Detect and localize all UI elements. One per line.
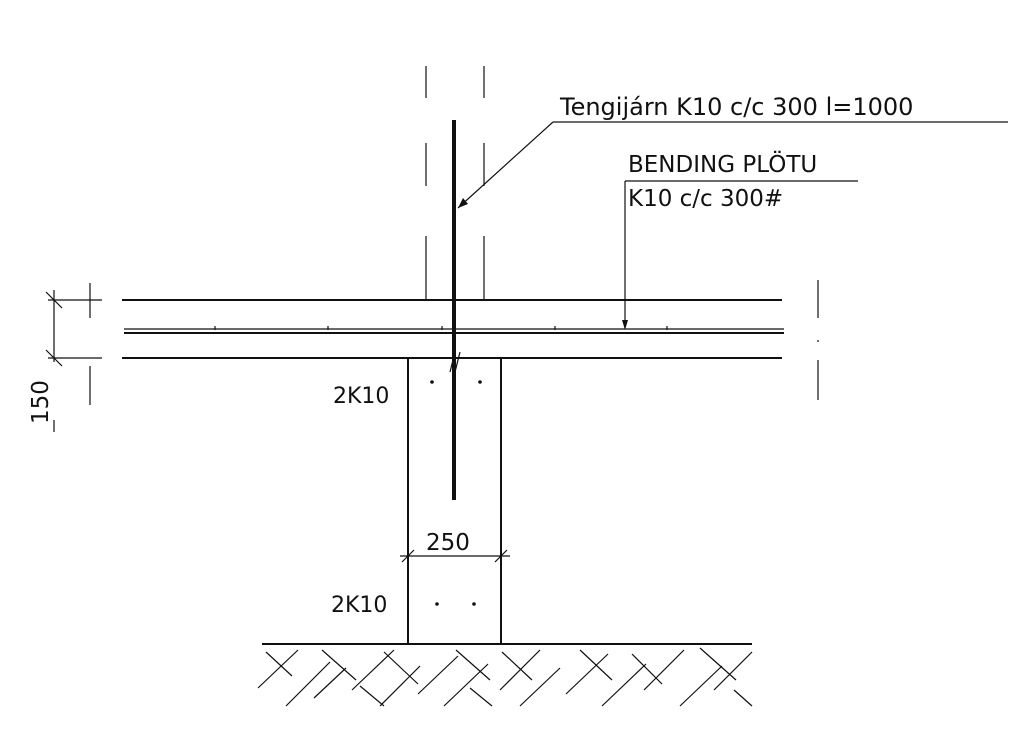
ground bbox=[257, 643, 753, 707]
upper-bars-label: 2K10 bbox=[333, 384, 389, 409]
slab-reinforcement-label: BENDING PLÖTU bbox=[628, 150, 817, 178]
slab-thickness-value: 150 bbox=[28, 380, 54, 424]
slab-reinforcement-leader bbox=[622, 180, 858, 330]
wall bbox=[407, 358, 502, 644]
wall-width-value: 250 bbox=[426, 530, 470, 556]
starter-bar bbox=[449, 120, 461, 500]
starter-bar-label: Tengijárn K10 c/c 300 l=1000 bbox=[559, 93, 913, 121]
wall-bars-lower bbox=[435, 602, 476, 606]
lower-bars-label: 2K10 bbox=[331, 593, 387, 618]
wall-width-dimension bbox=[400, 549, 510, 563]
slab-thickness-dimension bbox=[45, 283, 102, 432]
wall-bars-upper bbox=[430, 380, 482, 384]
upper-wall-outline bbox=[425, 66, 485, 300]
slab-reinforcement-spec: K10 c/c 300# bbox=[628, 186, 783, 212]
starter-bar-leader bbox=[457, 121, 1008, 209]
